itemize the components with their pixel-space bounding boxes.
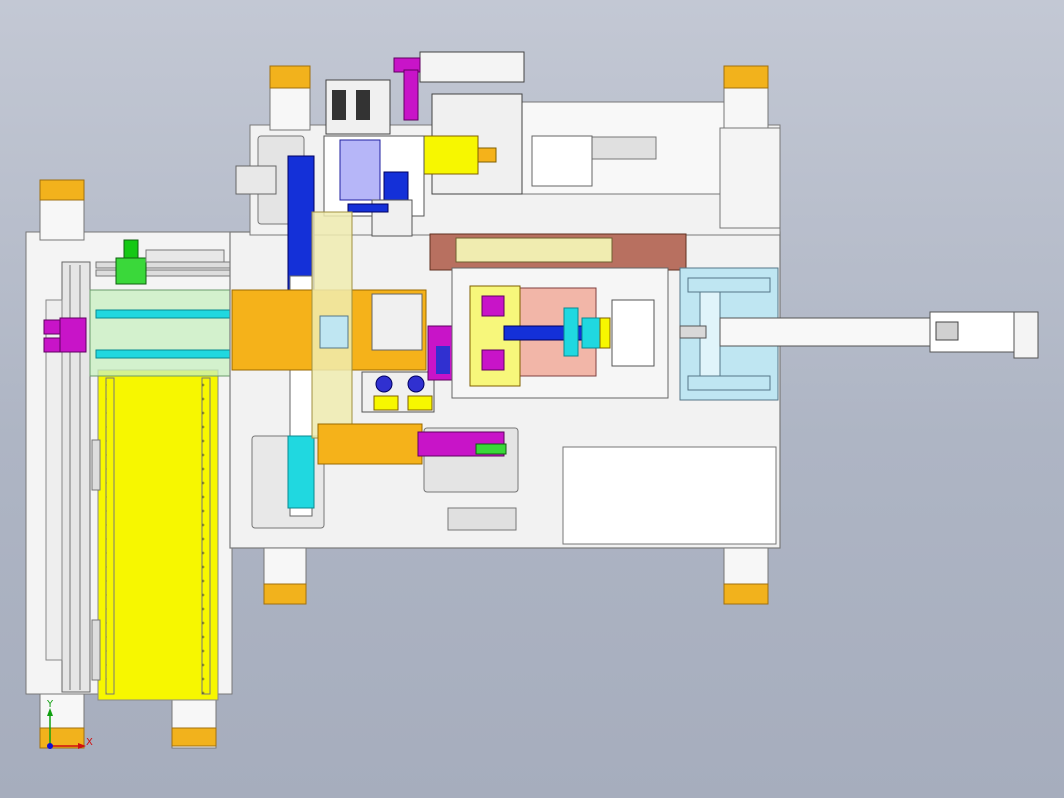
top-cable-chain <box>419 51 525 83</box>
cylinder-body <box>719 317 931 347</box>
bottom-left-post <box>263 547 307 589</box>
cable-track <box>45 299 63 661</box>
center-work-area[interactable] <box>231 211 507 465</box>
top-feeder-mechanism[interactable] <box>235 51 593 517</box>
top-left-post <box>269 85 311 131</box>
coordinate-triad: Y X <box>44 699 93 749</box>
assembly-station[interactable] <box>429 233 687 399</box>
transparent-slide-plate <box>89 289 231 377</box>
triad-x-label: X <box>86 737 93 748</box>
yellow-linear-table <box>97 369 219 701</box>
top-right-post <box>723 85 769 131</box>
green-sensor-block <box>115 257 147 285</box>
bottom-right-post <box>723 547 769 589</box>
triad-y-label: Y <box>46 699 54 710</box>
blue-push-rod <box>503 325 595 341</box>
foot-pad-top-left <box>269 65 311 89</box>
blue-vertical-beam <box>287 155 315 297</box>
foot-pad-bottom-right <box>723 583 769 605</box>
foot-pad-left-bottom <box>39 727 85 749</box>
magenta-gripper-left <box>59 317 87 353</box>
cyan-lower-block <box>287 435 315 509</box>
foot-pad-left-bottom-2 <box>171 727 217 747</box>
control-panel-blank <box>562 446 777 545</box>
left-linear-module[interactable] <box>25 179 293 749</box>
foot-pad-left-top <box>39 179 85 201</box>
cylinder-end-cap <box>1013 311 1039 359</box>
right-cylinder-assembly[interactable] <box>679 267 1039 401</box>
foot-pad-bottom-left <box>263 583 307 605</box>
foot-pad-top-right <box>723 65 769 89</box>
